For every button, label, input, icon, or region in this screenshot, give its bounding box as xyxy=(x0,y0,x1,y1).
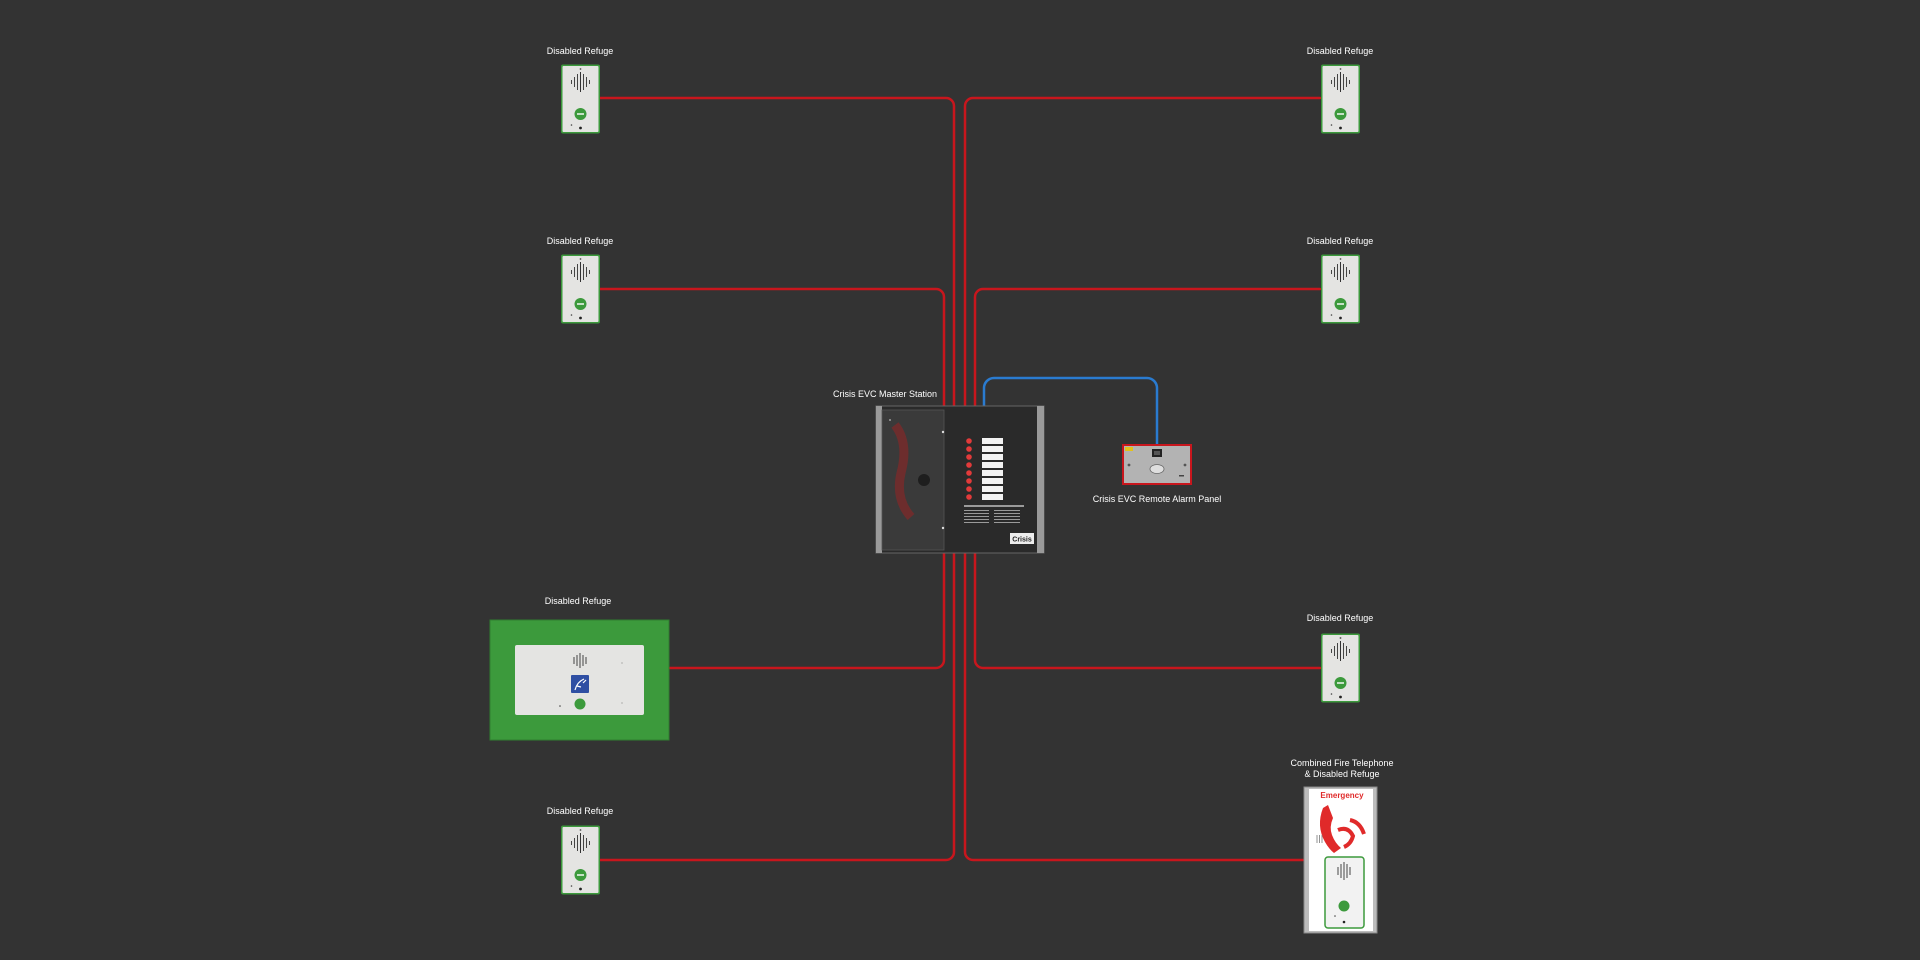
outstation-top-left xyxy=(560,64,601,134)
label-refuge-top-right: Disabled Refuge xyxy=(1306,46,1374,56)
label-combined-fire-line1: Combined Fire Telephone xyxy=(1290,758,1394,768)
remote-alarm-panel-icon xyxy=(1122,444,1192,485)
outstation-bottom-left xyxy=(560,825,601,895)
label-combined-fire-line2: & Disabled Refuge xyxy=(1304,769,1380,779)
fire-telephone-icon: Emergency xyxy=(1303,786,1378,934)
fire-telephone-header: Emergency xyxy=(1320,791,1364,800)
label-refuge-mid-left: Disabled Refuge xyxy=(546,236,614,246)
master-station-icon: Crisis xyxy=(875,405,1045,554)
label-refuge-bottom-left: Disabled Refuge xyxy=(546,806,614,816)
label-refuge-wide: Disabled Refuge xyxy=(544,596,612,606)
outstation-top-right xyxy=(1320,64,1361,134)
label-refuge-top-left: Disabled Refuge xyxy=(546,46,614,56)
label-master-station: Crisis EVC Master Station xyxy=(832,389,938,399)
label-refuge-lower-right: Disabled Refuge xyxy=(1306,613,1374,623)
outstation-lower-right xyxy=(1320,633,1361,703)
label-remote-alarm-panel: Crisis EVC Remote Alarm Panel xyxy=(1092,494,1222,504)
master-station-brand: Crisis xyxy=(1012,537,1032,544)
outstation-mid-right xyxy=(1320,254,1361,324)
label-refuge-mid-right: Disabled Refuge xyxy=(1306,236,1374,246)
outstation-mid-left xyxy=(560,254,601,324)
cable-remote-alarm xyxy=(982,376,1159,445)
wide-refuge-panel-icon xyxy=(489,619,670,741)
